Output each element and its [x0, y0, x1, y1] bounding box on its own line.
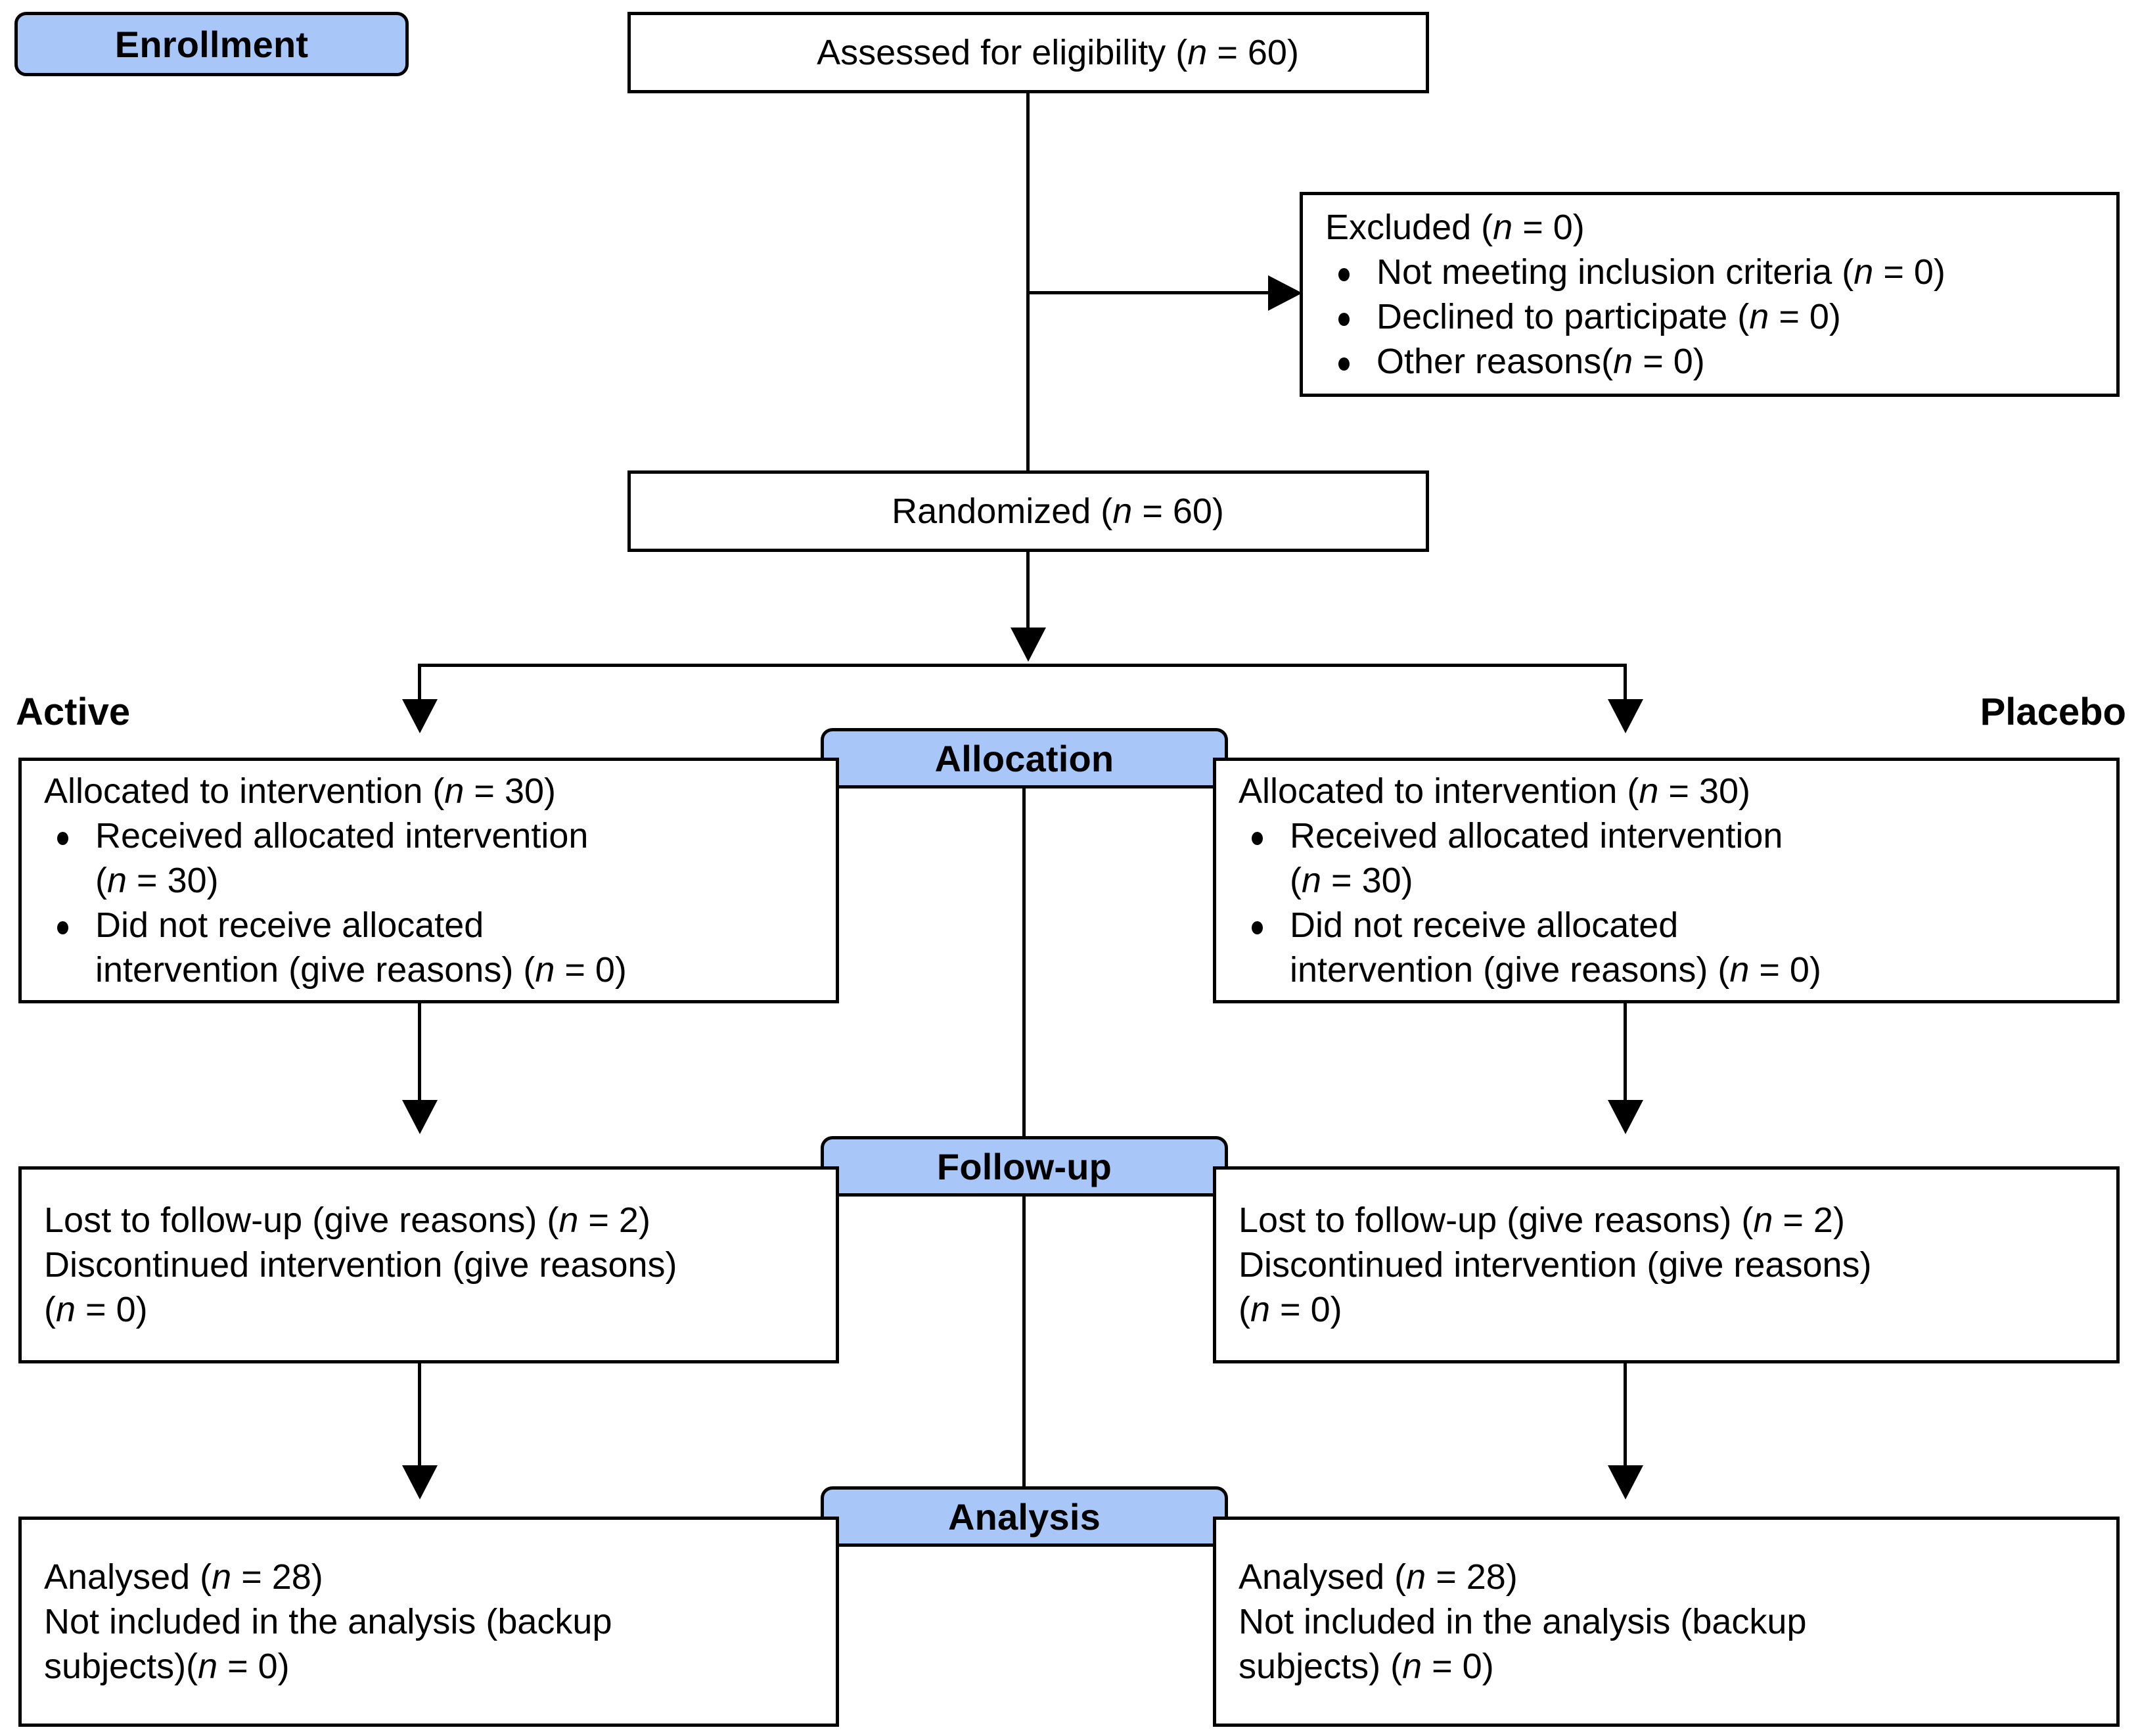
- stage-pill-followup-label: Follow-up: [936, 1145, 1112, 1187]
- italic-n: n: [198, 1647, 218, 1687]
- list-item: Other reasons(n = 0): [1325, 339, 2094, 384]
- connector-right-followup-to-analysis: [1624, 1363, 1627, 1467]
- italic-n: n: [1854, 252, 1874, 292]
- italic-n: n: [55, 1290, 76, 1330]
- italic-n: n: [1250, 1290, 1271, 1330]
- stage-pill-analysis-label: Analysis: [948, 1496, 1101, 1538]
- assessed-text: Assessed for eligibility (n = 60): [817, 32, 1299, 72]
- connector-allocation-pill-spine: [1022, 788, 1026, 1137]
- italic-n: n: [212, 1557, 232, 1597]
- list-item: Did not receive allocated intervention (…: [1239, 903, 2094, 992]
- italic-n: n: [1187, 32, 1208, 72]
- italic-n: n: [1402, 1647, 1422, 1687]
- randomized-text: Randomized (n = 60): [892, 491, 1224, 531]
- arrowhead-to-excluded-icon: [1268, 275, 1302, 311]
- connector-split-to-left-arm: [418, 664, 421, 702]
- italic-n: n: [1613, 342, 1633, 382]
- arrowhead-right-arm-icon: [1608, 699, 1643, 733]
- box-allocation-right: Allocated to intervention (n = 30) Recei…: [1213, 758, 2120, 1003]
- followup-right-line2: Discontinued intervention (give reasons): [1239, 1245, 1872, 1285]
- italic-n: n: [535, 950, 555, 990]
- allocation-left-heading: Allocated to intervention (n = 30): [44, 771, 556, 811]
- connector-right-allocation-to-followup: [1624, 1003, 1627, 1102]
- allocation-left-list: Received allocated intervention (n = 30)…: [44, 813, 813, 992]
- stage-pill-followup: Follow-up: [821, 1136, 1228, 1197]
- allocation-right-heading: Allocated to intervention (n = 30): [1239, 771, 1750, 811]
- stage-pill-enrollment: Enrollment: [14, 12, 409, 76]
- box-analysis-left: Analysed (n = 28) Not included in the an…: [18, 1517, 839, 1727]
- analysis-right-line3: subjects) (n = 0): [1239, 1647, 1494, 1687]
- stage-pill-enrollment-label: Enrollment: [114, 23, 309, 65]
- arrowhead-left-followup-icon: [402, 1100, 438, 1134]
- followup-left-line1: Lost to follow-up (give reasons) (n = 2): [44, 1200, 650, 1240]
- italic-n: n: [1639, 771, 1659, 811]
- italic-n: n: [1406, 1557, 1426, 1597]
- italic-n: n: [106, 860, 127, 900]
- box-allocation-left: Allocated to intervention (n = 30) Recei…: [18, 758, 839, 1003]
- arrowhead-left-arm-icon: [402, 699, 438, 733]
- arm-label-active: Active: [16, 691, 131, 733]
- arrowhead-left-analysis-icon: [402, 1465, 438, 1499]
- stage-pill-allocation-label: Allocation: [934, 737, 1114, 779]
- followup-left-line2: Discontinued intervention (give reasons): [44, 1245, 677, 1285]
- allocation-right-list: Received allocated intervention (n = 30)…: [1239, 813, 2094, 992]
- analysis-left-line2: Not included in the analysis (backup: [44, 1601, 612, 1641]
- italic-n: n: [1112, 491, 1133, 531]
- italic-n: n: [444, 771, 465, 811]
- excluded-heading: Excluded (n = 0): [1325, 207, 1585, 247]
- italic-n: n: [1493, 207, 1513, 247]
- italic-n: n: [1301, 860, 1322, 900]
- analysis-right-line1: Analysed (n = 28): [1239, 1557, 1518, 1597]
- box-excluded: Excluded (n = 0) Not meeting inclusion c…: [1300, 192, 2120, 397]
- list-item: Received allocated intervention (n = 30): [44, 813, 813, 903]
- connector-allocation-split-bus: [418, 664, 1627, 667]
- followup-left-line3: (n = 0): [44, 1290, 148, 1330]
- italic-n: n: [1753, 1200, 1773, 1240]
- italic-n: n: [1729, 950, 1750, 990]
- arrowhead-randomized-icon: [1011, 628, 1046, 662]
- box-assessed-for-eligibility: Assessed for eligibility (n = 60): [627, 12, 1429, 93]
- connector-followup-pill-spine: [1022, 1189, 1026, 1544]
- box-randomized: Randomized (n = 60): [627, 470, 1429, 552]
- list-item: Received allocated intervention (n = 30): [1239, 813, 2094, 903]
- italic-n: n: [558, 1200, 579, 1240]
- analysis-right-line2: Not included in the analysis (backup: [1239, 1601, 1807, 1641]
- followup-right-line1: Lost to follow-up (give reasons) (n = 2): [1239, 1200, 1845, 1240]
- stage-pill-allocation: Allocation: [821, 728, 1228, 788]
- arrowhead-right-followup-icon: [1608, 1100, 1643, 1134]
- stage-pill-analysis: Analysis: [821, 1486, 1228, 1547]
- arrowhead-right-analysis-icon: [1608, 1465, 1643, 1499]
- connector-split-to-right-arm: [1624, 664, 1627, 702]
- box-followup-left: Lost to follow-up (give reasons) (n = 2)…: [18, 1166, 839, 1363]
- connector-trunk-to-excluded: [1026, 291, 1271, 294]
- connector-left-allocation-to-followup: [418, 1003, 421, 1102]
- italic-n: n: [1749, 297, 1769, 336]
- arm-label-placebo: Placebo: [1980, 691, 2126, 733]
- excluded-reason-list: Not meeting inclusion criteria (n = 0) D…: [1325, 250, 2094, 384]
- analysis-left-line3: subjects)(n = 0): [44, 1647, 290, 1687]
- box-analysis-right: Analysed (n = 28) Not included in the an…: [1213, 1517, 2120, 1727]
- connector-randomized-down: [1026, 552, 1030, 629]
- list-item: Not meeting inclusion criteria (n = 0): [1325, 250, 2094, 294]
- connector-left-followup-to-analysis: [418, 1363, 421, 1467]
- followup-right-line3: (n = 0): [1239, 1290, 1342, 1330]
- list-item: Did not receive allocated intervention (…: [44, 903, 813, 992]
- box-followup-right: Lost to follow-up (give reasons) (n = 2)…: [1213, 1166, 2120, 1363]
- list-item: Declined to participate (n = 0): [1325, 294, 2094, 339]
- analysis-left-line1: Analysed (n = 28): [44, 1557, 323, 1597]
